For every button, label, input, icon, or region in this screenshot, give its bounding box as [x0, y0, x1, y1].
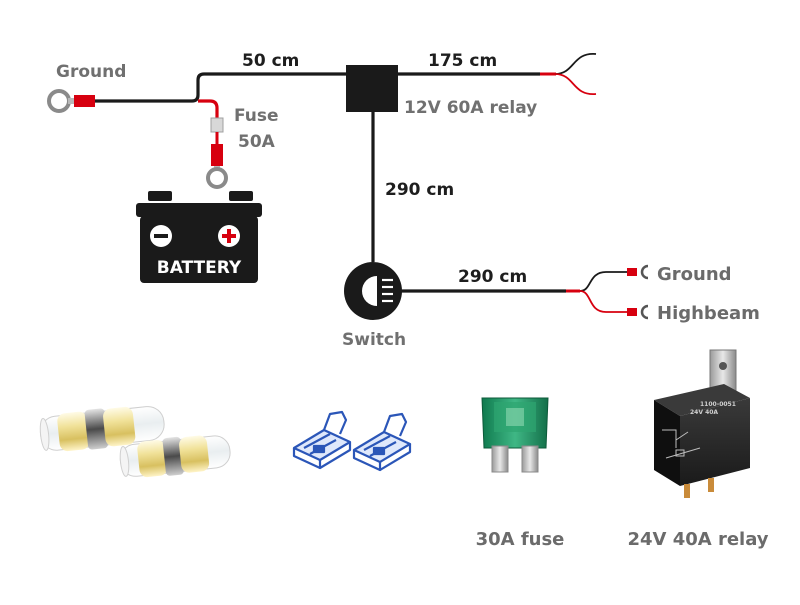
- terminal-ground-icon: [640, 264, 649, 280]
- relay-caption: 24V 40A relay: [627, 529, 768, 550]
- relay-marking-1: 1100-0051: [700, 401, 736, 408]
- battery-label: BATTERY: [157, 258, 242, 278]
- automotive-relay-image: 1100-0051 24V 40A: [654, 349, 750, 498]
- fuse-label: Fuse: [234, 106, 279, 126]
- relay-block: [346, 65, 398, 112]
- fuse-wire: [198, 99, 219, 120]
- length-label-50cm: 50 cm: [242, 51, 299, 71]
- switch-label: Switch: [342, 330, 406, 350]
- ground-label: Ground: [56, 62, 126, 82]
- relay-marking-2: 24V 40A: [690, 409, 718, 416]
- length-label-vertical: 290 cm: [385, 180, 454, 200]
- ground-wire: [95, 72, 346, 103]
- relay-output-split: [540, 53, 597, 95]
- output-ground-label: Ground: [657, 264, 732, 285]
- fuse-caption: 30A fuse: [476, 529, 565, 550]
- wires: [95, 72, 566, 293]
- fuse-rating-label: 50A: [238, 132, 276, 152]
- quick-splice-connectors-image: [292, 410, 412, 472]
- terminal-highbeam-icon: [640, 304, 649, 320]
- blade-fuse-image: [481, 397, 549, 473]
- length-label-175cm: 175 cm: [428, 51, 497, 71]
- switch-icon: [344, 262, 402, 320]
- output-highbeam-label: Highbeam: [657, 303, 760, 324]
- ground-ring-terminal: [47, 89, 95, 113]
- heatshrink-connectors-image: [39, 406, 231, 478]
- switch-output-split: [566, 264, 649, 320]
- inline-fuse-holder: [206, 117, 228, 189]
- battery-icon: BATTERY: [136, 191, 262, 283]
- relay-label: 12V 60A relay: [404, 98, 537, 118]
- length-label-switch-out: 290 cm: [458, 267, 527, 287]
